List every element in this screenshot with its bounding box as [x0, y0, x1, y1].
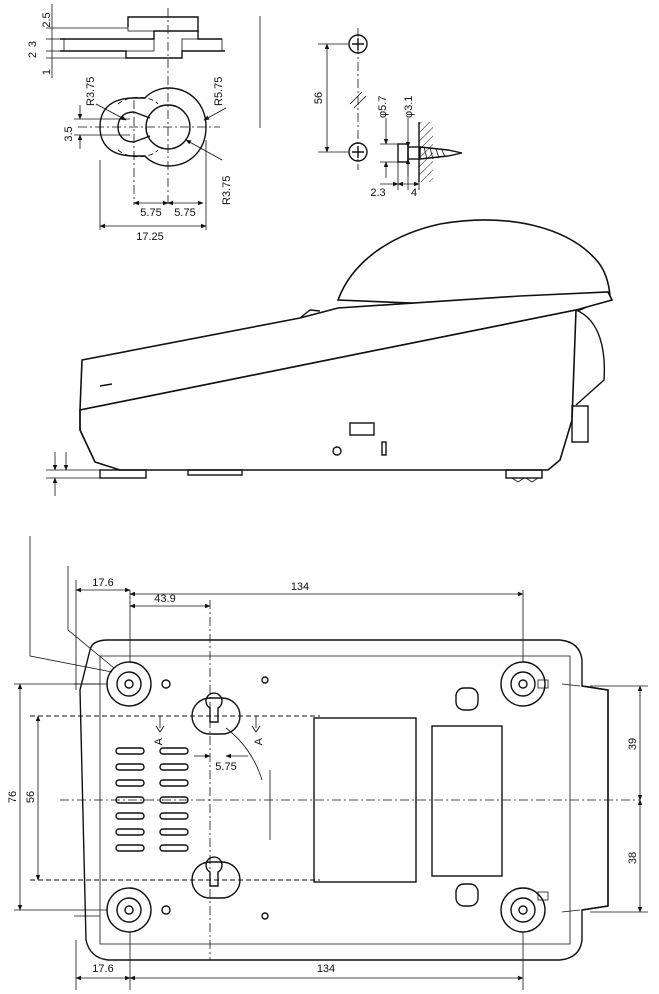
section-upper-hatch	[127, 16, 199, 32]
foot-left	[99, 469, 147, 479]
foot-top-right	[500, 661, 546, 707]
section-left-hatch	[63, 38, 155, 52]
dim-right-upper: 39	[627, 738, 639, 750]
screw-detail: 56 φ5.7 φ3.1 2.3 4	[313, 28, 463, 199]
vent-slots	[115, 747, 189, 852]
dim-offset-right: 5.75	[174, 207, 195, 219]
dim-height-total: 76	[7, 791, 19, 803]
keyhole-lower	[191, 856, 241, 899]
dim-right-lower: 38	[627, 852, 639, 864]
dim-radius-small: R3.75	[85, 77, 97, 106]
dim-screw-pitch: 56	[313, 92, 325, 104]
keyhole-upper	[191, 692, 241, 735]
keyhole-outline	[99, 87, 207, 167]
dim-thread-length: 4	[411, 187, 417, 199]
foot-top-left	[106, 661, 152, 707]
dim-radius-large: R5.75	[213, 77, 225, 106]
dim-shank-diameter: φ3.1	[403, 96, 415, 118]
dim-thickness-3: 3	[27, 41, 39, 47]
dim-bottom-left: 17.6	[92, 963, 113, 975]
section-mark-a-right: A	[253, 737, 265, 745]
side-jack	[571, 405, 589, 443]
label-plate-right	[431, 725, 503, 877]
dim-radius-inner: R3.75	[221, 176, 233, 205]
dim-top-total: 134	[291, 581, 309, 593]
keyhole-detail: 2.5 3 2 1 3.5 R3.75 R5.75 R3.75 5.75	[27, 4, 233, 243]
handset	[336, 219, 611, 311]
dim-head-diameter: φ5.7	[377, 96, 389, 118]
foot-bottom-right	[500, 887, 546, 933]
screw-head-side	[397, 143, 409, 163]
dim-slot-width: 3.5	[63, 126, 75, 141]
section-right-hatch	[181, 38, 223, 52]
foot-bottom-left	[106, 887, 152, 933]
dim-hole-pitch: 56	[25, 791, 37, 803]
dim-offset-left: 5.75	[140, 207, 161, 219]
dim-mid-left: 43.9	[154, 593, 175, 605]
dim-slot-offset: 5.75	[215, 761, 236, 773]
dim-thickness-2: 2	[27, 52, 39, 58]
section-mark-a-left: A	[153, 737, 165, 745]
dim-bottom-total: 134	[317, 963, 335, 975]
dim-screw-gap: 2.3	[370, 187, 385, 199]
side-view	[46, 219, 614, 496]
side-indicator	[332, 446, 342, 456]
bottom-view: A A 17.6 134 43.9 5.75 76 56 39 38 17.6 …	[7, 536, 648, 990]
dim-top-left: 17.6	[92, 577, 113, 589]
dim-total-width: 17.25	[136, 231, 164, 243]
dim-thickness-2-5: 2.5	[41, 12, 53, 27]
foot-right	[505, 469, 543, 479]
label-plate-left	[313, 717, 417, 883]
dim-thickness-1: 1	[41, 69, 53, 75]
